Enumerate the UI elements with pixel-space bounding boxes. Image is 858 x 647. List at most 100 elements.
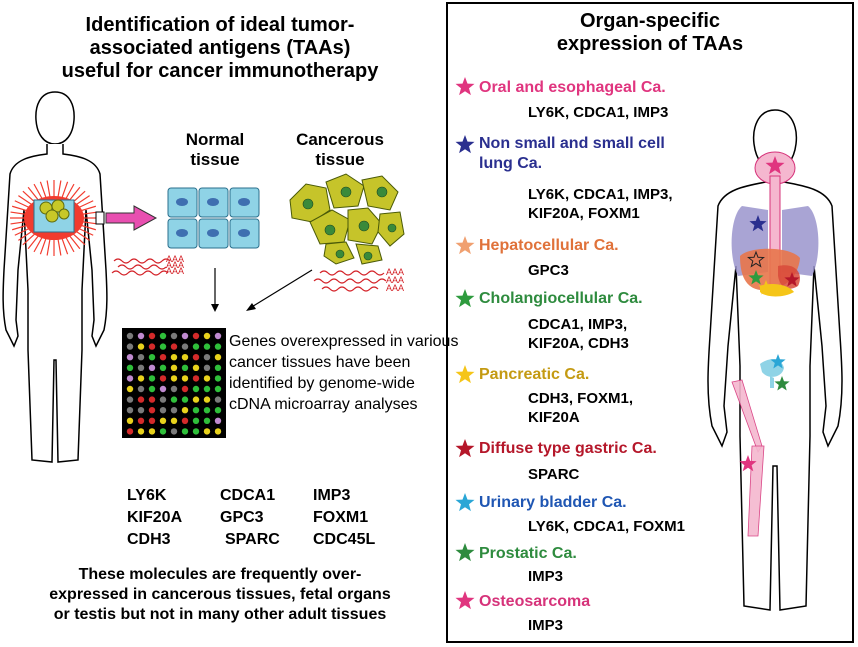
- microarray-spot: [126, 375, 134, 382]
- aaa-3: AAA: [166, 266, 185, 276]
- body-star-icon-8: [739, 455, 757, 472]
- microarray-spot: [170, 407, 178, 414]
- gene-r0c2: IMP3: [313, 487, 351, 504]
- normal-cell-nucleus: [207, 229, 219, 237]
- microarray-spot: [148, 343, 156, 350]
- microarray-spot: [170, 417, 178, 424]
- body-star-icon-5: [784, 272, 800, 287]
- microarray-description: Genes overexpressed in various cancer ti…: [229, 333, 459, 413]
- taa-cholangio: CDCA1, IMP3, KIF20A, CDH3: [528, 316, 629, 352]
- microarray-spot: [203, 343, 211, 350]
- microarray-spot: [170, 343, 178, 350]
- microarray-spot: [126, 407, 134, 414]
- microarray-spot: [159, 364, 167, 371]
- tumor-burst: [10, 180, 98, 256]
- gene-r1c1: GPC3: [220, 509, 264, 526]
- cancer-cholangio: Cholangiocellular Ca.: [479, 290, 643, 307]
- microarray-spot: [192, 407, 200, 414]
- human-body-left: [2, 91, 108, 463]
- microarray-spot: [192, 354, 200, 361]
- microarray-spot: [181, 428, 189, 435]
- gene-r2c2: CDC45L: [313, 531, 376, 548]
- left-title: Identification of ideal tumor- associate…: [61, 14, 379, 82]
- microarray-spot: [203, 417, 211, 424]
- taa-bladder: LY6K, CDCA1, FOXM1: [528, 518, 685, 535]
- cancer-prostatic: Prostatic Ca.: [479, 545, 577, 562]
- body-star-icon-0: [765, 156, 785, 175]
- gene-r0c1: CDCA1: [220, 487, 276, 504]
- cancerous-tissue-label: Cancerous tissue: [296, 130, 384, 169]
- normal-cell-nucleus: [176, 198, 188, 206]
- gene-r2c0: CDH3: [127, 531, 171, 548]
- microarray-spot: [170, 375, 178, 382]
- microarray-spot: [214, 343, 222, 350]
- microarray-spot: [214, 375, 222, 382]
- taa-lung: LY6K, CDCA1, IMP3, KIF20A, FOXM1: [528, 186, 673, 222]
- taa-oral: LY6K, CDCA1, IMP3: [528, 104, 669, 121]
- microarray-spot: [126, 385, 134, 393]
- microarray-spot: [137, 407, 145, 414]
- gene-r1c2: FOXM1: [313, 509, 369, 526]
- microarray-spot: [170, 396, 178, 403]
- microarray-spot: [214, 332, 222, 340]
- aaa-4: AAA: [386, 267, 405, 277]
- microarray-spot: [159, 385, 167, 393]
- microarray-spot: [214, 396, 222, 403]
- microarray-spot: [148, 375, 156, 382]
- microarray-spot: [203, 354, 211, 361]
- microarray-spot: [181, 385, 189, 393]
- body-star-icon-3: [748, 270, 764, 285]
- microarray-spot: [203, 375, 211, 382]
- microarray-spot: [137, 396, 145, 403]
- microarray-spot: [159, 354, 167, 361]
- microarray-spot: [192, 417, 200, 424]
- gene-r2c1: SPARC: [225, 531, 280, 548]
- body-star-icon-7: [774, 376, 790, 391]
- microarray-spot: [137, 417, 145, 424]
- microarray-spot: [181, 417, 189, 424]
- microarray-spot: [159, 407, 167, 414]
- microarray-spot: [192, 375, 200, 382]
- microarray-spot: [170, 354, 178, 361]
- microarray-spot: [203, 396, 211, 403]
- cancer-gastric: Diffuse type gastric Ca.: [479, 440, 657, 457]
- star-icon-osteo: [455, 591, 475, 610]
- taa-prostatic: IMP3: [528, 568, 564, 585]
- normal-cell-nucleus: [207, 198, 219, 206]
- normal-tissue-label: Normal tissue: [185, 130, 245, 169]
- aaa-2: AAA: [166, 260, 185, 270]
- microarray-spot: [214, 364, 222, 371]
- star-icon-lung: [455, 135, 475, 154]
- microarray-spot: [148, 428, 156, 435]
- microarray-spot: [159, 417, 167, 424]
- microarray-spot: [181, 332, 189, 340]
- gene-r1c0: KIF20A: [127, 509, 183, 526]
- star-icon-hepato: [455, 236, 475, 255]
- microarray-spot: [181, 354, 189, 361]
- microarray-spot: [159, 332, 167, 340]
- taa-gastric: SPARC: [528, 466, 580, 483]
- star-icon-cholangio: [455, 289, 475, 308]
- aaa-6: AAA: [386, 283, 405, 293]
- mrna-strands: [111, 258, 387, 292]
- microarray-spot: [214, 428, 222, 435]
- microarray-spot: [192, 343, 200, 350]
- microarray-spot: [137, 428, 145, 435]
- microarray-chip: [122, 328, 226, 438]
- normal-tissue-cells: [167, 187, 260, 249]
- microarray-spot: [148, 407, 156, 414]
- star-icon-gastric: [455, 439, 475, 458]
- microarray-spot: [137, 364, 145, 371]
- aaa-5: AAA: [386, 275, 405, 285]
- star-icon-prostatic: [455, 543, 475, 562]
- microarray-spot: [170, 364, 178, 371]
- microarray-spot: [181, 375, 189, 382]
- microarray-spot: [181, 396, 189, 403]
- cancer-bladder: Urinary bladder Ca.: [479, 494, 627, 511]
- microarray-spot: [148, 396, 156, 403]
- cancer-lung: Non small and small cell lung Ca.: [479, 135, 665, 172]
- microarray-spot: [203, 364, 211, 371]
- microarray-spot: [148, 364, 156, 371]
- microarray-spot: [214, 407, 222, 414]
